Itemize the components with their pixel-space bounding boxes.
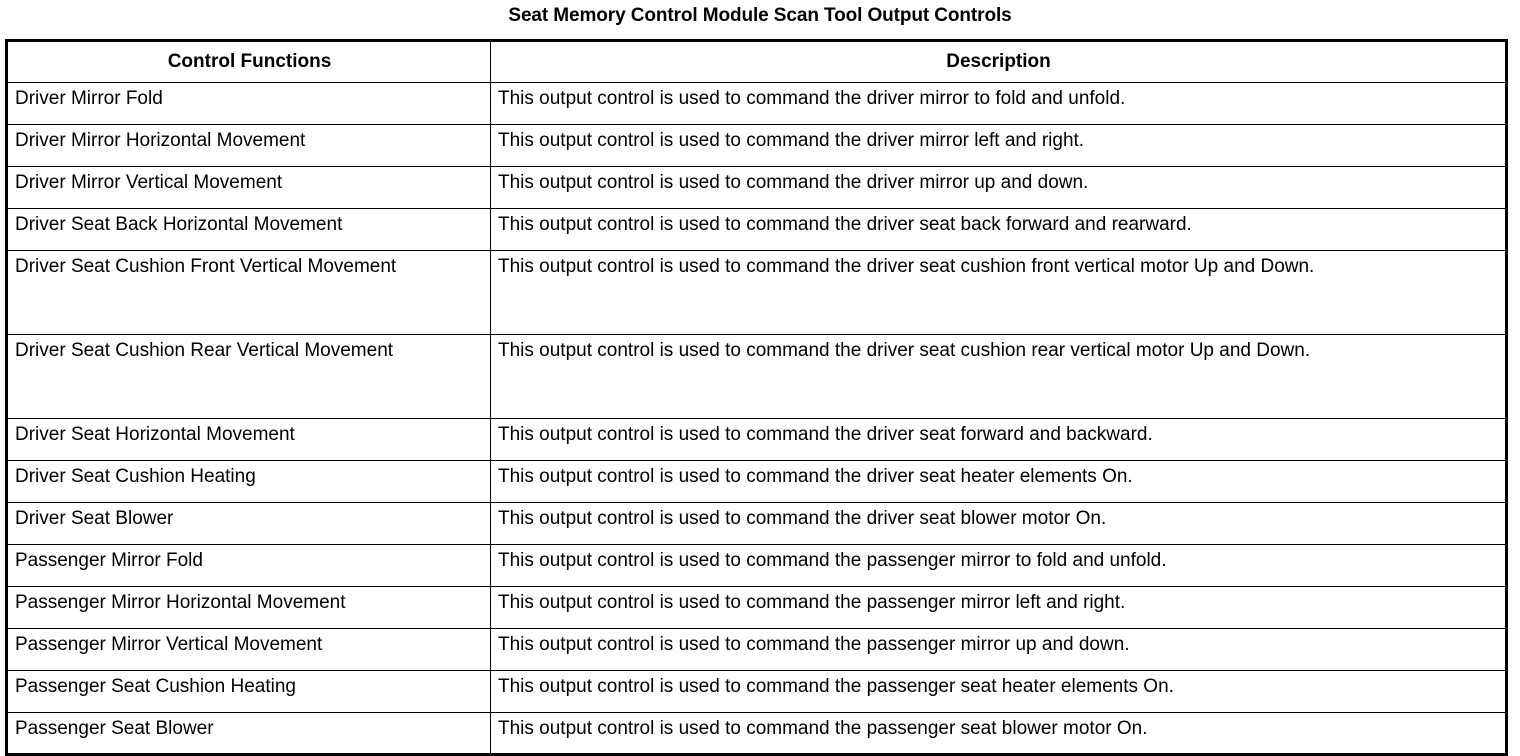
cell-description: This output control is used to command t… [490,250,1507,335]
cell-control-function: Passenger Seat Blower [6,712,491,755]
column-header-description: Description [490,40,1507,83]
cell-control-function: Driver Mirror Horizontal Movement [6,124,491,167]
cell-control-function: Driver Seat Cushion Front Vertical Movem… [6,250,491,335]
cell-description: This output control is used to command t… [490,124,1507,167]
cell-control-function: Passenger Seat Cushion Heating [6,670,491,713]
table-row: Driver Seat Cushion Rear Vertical Moveme… [6,334,1507,419]
cell-control-function: Driver Mirror Fold [6,82,491,125]
cell-control-function: Driver Seat Cushion Heating [6,460,491,503]
cell-control-function: Driver Mirror Vertical Movement [6,166,491,209]
cell-description: This output control is used to command t… [490,166,1507,209]
page-title: Seat Memory Control Module Scan Tool Out… [508,5,1012,26]
cell-description: This output control is used to command t… [490,670,1507,713]
cell-description: This output control is used to command t… [490,460,1507,503]
cell-description: This output control is used to command t… [490,334,1507,419]
cell-description: This output control is used to command t… [490,628,1507,671]
cell-description: This output control is used to command t… [490,712,1507,755]
cell-description: This output control is used to command t… [490,208,1507,251]
column-header-control-functions: Control Functions [6,40,491,83]
table-header-row: Control Functions Description [6,40,1507,83]
cell-description: This output control is used to command t… [490,586,1507,629]
cell-control-function: Driver Seat Back Horizontal Movement [6,208,491,251]
table-header: Control Functions Description [6,40,1507,83]
scan-tool-output-controls-table: Control Functions Description Driver Mir… [5,39,1508,756]
scan-tool-output-controls-table-wrapper: Control Functions Description Driver Mir… [5,39,1508,756]
cell-control-function: Driver Seat Blower [6,502,491,545]
cell-control-function: Driver Seat Horizontal Movement [6,418,491,461]
cell-description: This output control is used to command t… [490,418,1507,461]
cell-control-function: Driver Seat Cushion Rear Vertical Moveme… [6,334,491,419]
cell-description: This output control is used to command t… [490,82,1507,125]
cell-description: This output control is used to command t… [490,544,1507,587]
cell-control-function: Passenger Mirror Horizontal Movement [6,586,491,629]
cell-control-function: Passenger Mirror Fold [6,544,491,587]
table-row: Driver Seat Cushion Front Vertical Movem… [6,250,1507,335]
cell-control-function: Passenger Mirror Vertical Movement [6,628,491,671]
cell-description: This output control is used to command t… [490,502,1507,545]
